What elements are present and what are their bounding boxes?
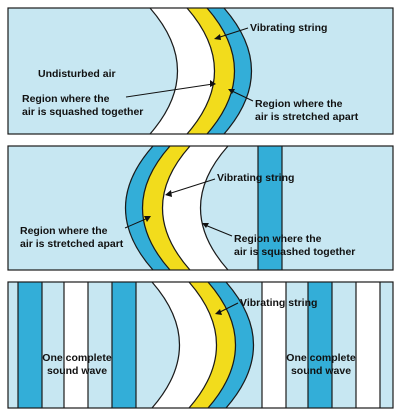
panel-1-string xyxy=(187,8,235,134)
panel-3-wave-left-label-line2: sound wave xyxy=(47,365,107,377)
panel-1-edge xyxy=(223,8,252,134)
panel-1-rarefied-region xyxy=(150,8,215,134)
panel-2-stretched-pointer xyxy=(124,217,149,229)
panel-2-compressed-region xyxy=(125,146,170,270)
panel-2-string-arrowhead xyxy=(165,190,172,197)
panel-1-squashed-pointer xyxy=(125,83,214,98)
panel-2-stretched-arrowhead xyxy=(144,216,151,222)
panel-2-edge xyxy=(142,146,171,270)
panel-1-undisturbed-label: Undisturbed air xyxy=(38,68,116,80)
panel-3-band xyxy=(356,282,380,408)
panel-1-string-pointer xyxy=(216,27,249,39)
panel-3-rarefied-region xyxy=(152,282,217,408)
panel-3-string xyxy=(189,282,236,408)
panel-2-squashed-pointer xyxy=(204,224,233,237)
panel-2-stretched-label-line2: air is stretched apart xyxy=(20,238,124,250)
panel-1-stretched-label-line1: Region where the xyxy=(255,98,343,110)
panel-1-squashed-arrowhead xyxy=(210,80,216,87)
panel-2-compressed-band xyxy=(258,146,282,270)
panel-2-stretched-label-line1: Region where the xyxy=(20,225,108,237)
panel-1: Vibrating string Undisturbed air Region … xyxy=(7,7,394,135)
panel-3-edge xyxy=(225,282,254,408)
panel-2-string xyxy=(142,146,190,270)
panel-3: Vibrating string One complete sound wave… xyxy=(7,281,394,409)
panel-3-band xyxy=(64,282,88,408)
panel-3-compressed-region xyxy=(208,282,254,408)
panel-3-edge xyxy=(207,282,236,408)
panel-3-wave-right-label-line1: One complete xyxy=(286,352,356,364)
panel-2-edge xyxy=(200,146,229,270)
panel-2-squashed-arrowhead xyxy=(202,223,209,228)
panel-3-wave-right-label-line2: sound wave xyxy=(291,365,351,377)
panel-2-squashed-label-line2: air is squashed together xyxy=(234,246,355,258)
panel-2-squashed-label-line1: Region where the xyxy=(234,233,322,245)
panel-1-compressed-region xyxy=(207,8,252,134)
panel-1-edge xyxy=(149,8,178,134)
panel-3-band xyxy=(308,282,332,408)
panel-2-edge xyxy=(162,146,191,270)
panel-3-band xyxy=(262,282,286,408)
panel-3-string-arrowhead xyxy=(215,309,222,315)
panel-1-stretched-arrowhead xyxy=(228,89,235,94)
panel-3-edge xyxy=(188,282,217,408)
panel-3-band xyxy=(18,282,42,408)
panel-2-border xyxy=(7,145,394,271)
panel-2-edge xyxy=(125,146,154,270)
panel-1-stretched-label-line2: air is stretched apart xyxy=(255,111,359,123)
panel-3-wave-left-label-line1: One complete xyxy=(42,352,112,364)
panel-3-border xyxy=(7,281,394,409)
panel-1-squashed-label-line2: air is squashed together xyxy=(22,106,143,118)
panel-2: Vibrating string Region where the air is… xyxy=(7,145,394,271)
panel-3-band xyxy=(112,282,136,408)
panel-3-edge xyxy=(151,282,180,408)
panel-1-edge xyxy=(206,8,235,134)
panel-1-stretched-pointer xyxy=(231,90,254,102)
panel-3-string-label: Vibrating string xyxy=(240,297,317,309)
panel-2-string-pointer xyxy=(167,178,216,195)
panel-1-squashed-label-line1: Region where the xyxy=(22,93,110,105)
panel-2-rarefied-region xyxy=(162,146,228,270)
panel-1-string-label: Vibrating string xyxy=(250,22,327,34)
panel-1-border xyxy=(7,7,394,135)
panel-1-edge xyxy=(186,8,215,134)
panel-1-string-arrowhead xyxy=(214,34,221,40)
panel-3-string-pointer xyxy=(217,302,239,314)
panel-2-string-label: Vibrating string xyxy=(217,172,294,184)
